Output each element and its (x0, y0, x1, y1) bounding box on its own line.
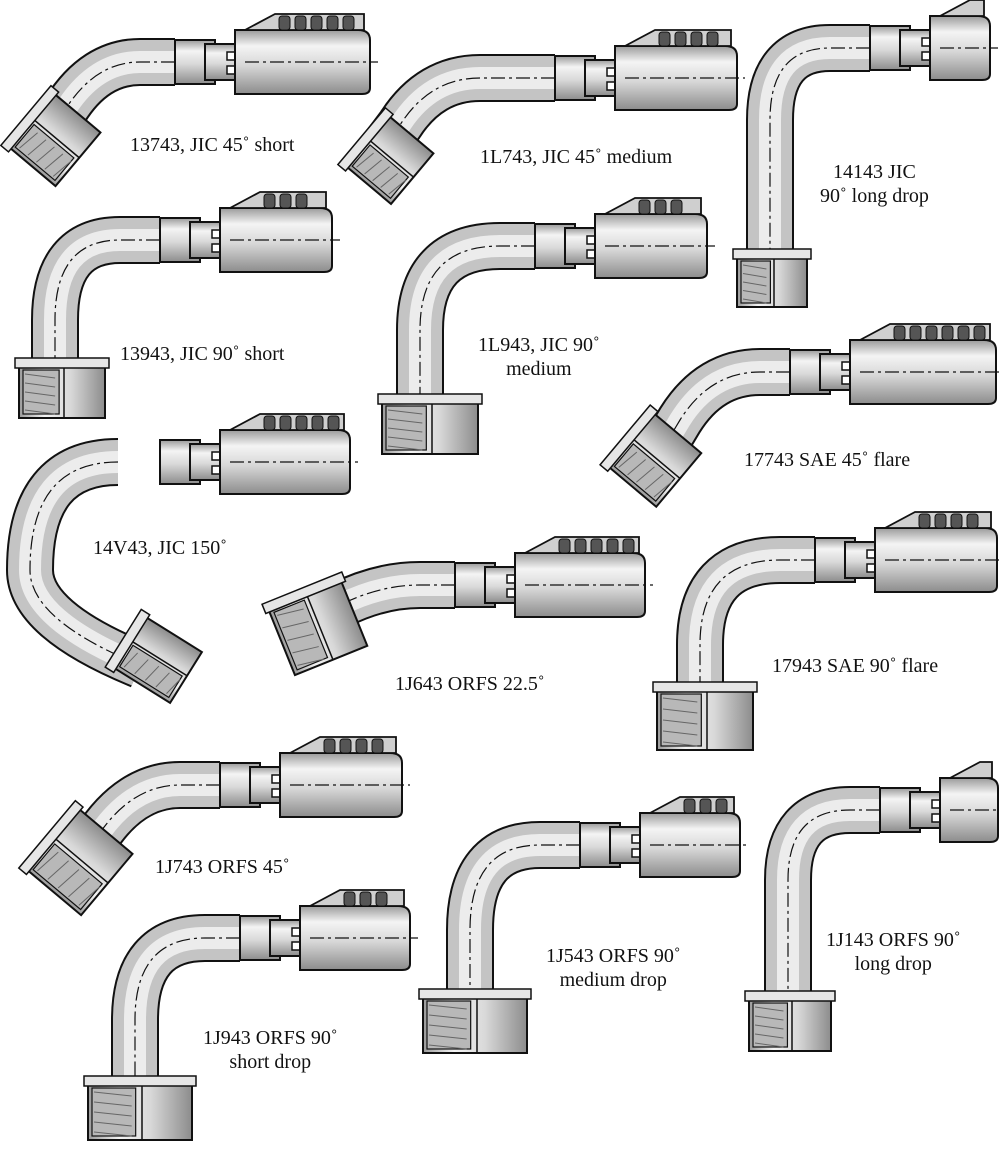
fitting-13743 (0, 13, 378, 188)
fitting-label-13943: 13943, JIC 90˚ short (120, 343, 285, 365)
fitting-1l743 (336, 29, 745, 206)
fitting-label-17743: 17743 SAE 45˚ flare (744, 449, 911, 471)
fitting-1j743 (17, 736, 410, 917)
fitting-1j543 (418, 796, 748, 1054)
fitting-label-1l743: 1L743, JIC 45˚ medium (480, 146, 673, 168)
fitting-label-1j543: 1J543 ORFS 90˚medium drop (546, 945, 681, 991)
fitting-label-14v43: 14V43, JIC 150˚ (93, 537, 227, 559)
fitting-1j643 (261, 536, 653, 677)
fitting-label-13743: 13743, JIC 45˚ short (130, 134, 295, 156)
fitting-17743 (598, 323, 1000, 509)
fitting-label-1j643: 1J643 ORFS 22.5˚ (395, 673, 545, 695)
fitting-1j143 (744, 761, 1000, 1052)
fitting-17943 (652, 511, 1000, 751)
fitting-13943 (14, 191, 340, 419)
fitting-14v43 (5, 413, 358, 705)
fitting-1j943 (83, 889, 418, 1141)
fitting-label-1j943: 1J943 ORFS 90˚short drop (203, 1027, 338, 1073)
fitting-label-1l943: 1L943, JIC 90˚medium (478, 334, 600, 380)
fitting-14143 (732, 0, 998, 308)
fitting-label-17943: 17943 SAE 90˚ flare (772, 655, 939, 677)
fitting-label-1j143: 1J143 ORFS 90˚long drop (826, 929, 961, 975)
fitting-label-1j743: 1J743 ORFS 45˚ (155, 856, 290, 878)
fitting-1l943 (377, 197, 715, 455)
